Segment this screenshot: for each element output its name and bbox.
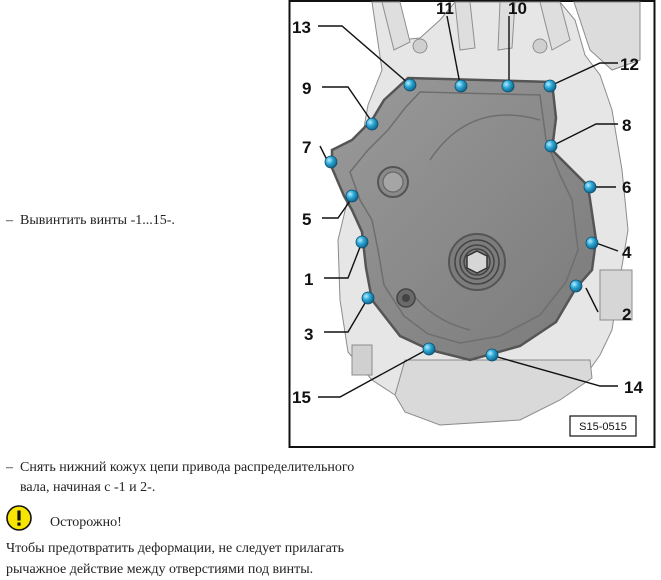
callout-15: 15 [292,388,311,407]
warning-title: Осторожно! [50,515,122,530]
callout-8: 8 [622,116,631,135]
bolt-group [324,78,599,362]
callout-3: 3 [304,325,313,344]
warning-text: Чтобы предотвратить деформации, не следу… [6,538,426,580]
engine-timing-cover-figure: 1 2 3 4 5 6 7 8 9 10 11 12 13 14 15 S15-… [288,0,656,448]
callout-13: 13 [292,18,311,37]
figure-id: S15-0515 [579,421,627,433]
callout-4: 4 [622,243,632,262]
callout-10: 10 [508,0,527,18]
figure-id-box [569,415,637,437]
step-text-line1: Снять нижний кожух цепи привода распреде… [20,460,355,475]
bolt-4 [585,236,599,250]
warning-text-line1: Чтобы предотвратить деформации, не следу… [6,541,345,556]
step-text: Вывинтить винты -1...15-. [20,213,175,228]
callout-14: 14 [624,378,643,397]
bolt-1 [355,235,369,249]
bolt-14 [485,348,499,362]
bolt-6 [583,180,597,194]
bolt-15 [422,342,436,356]
callout-1: 1 [304,270,313,289]
cover-plug [377,166,409,198]
dipstick-boss [396,288,416,308]
upper-castings [381,1,571,54]
step-remove-cover: –Снять нижний кожух цепи привода распред… [6,458,426,498]
bolt-9 [365,117,379,131]
bolt-8 [544,139,558,153]
step-dash: – [6,213,13,228]
callout-11: 11 [436,0,454,18]
bolt-10 [501,79,515,93]
callout-5: 5 [302,210,311,229]
bolt-3 [361,291,375,305]
warning-text-line2: рычажное действие между отверстиями под … [6,562,314,577]
callout-2: 2 [622,305,631,324]
warning-icon [6,505,32,531]
callout-6: 6 [622,178,631,197]
callout-12: 12 [620,55,639,74]
bolt-2 [569,279,583,293]
bolt-13 [403,78,417,92]
crankshaft-hub [448,233,506,291]
bolt-7 [324,155,338,169]
callout-9: 9 [302,79,311,98]
bolt-5 [345,189,359,203]
bolt-11 [454,79,468,93]
bolt-12 [543,79,557,93]
leader-lines [318,15,619,398]
callout-7: 7 [302,138,311,157]
step-text-line2: вала, начиная с -1 и 2-. [20,480,156,495]
step-unscrew-bolts: –Вывинтить винты -1...15-. [6,211,175,231]
step-dash: – [6,460,13,475]
